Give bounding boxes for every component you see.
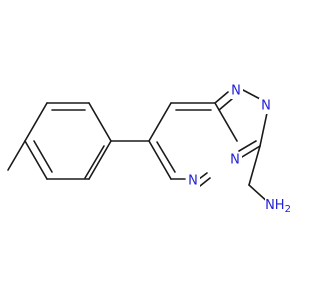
bond-ar3-ar4 (24, 140, 48, 180)
bond-c8a-n1 (214, 91, 229, 104)
molecule-structure: N N N N NH2 (7, 83, 296, 216)
amine-label: NH2 (265, 198, 291, 215)
nitrogen-n4-label: N (230, 153, 240, 168)
amine-label-background (265, 194, 296, 216)
nitrogen-n2-label-background (259, 98, 273, 114)
bond-ar1-ar2 (88, 140, 112, 180)
bond-n2-c3 (259, 112, 268, 147)
bond-ar3-ar4-inner (33, 140, 53, 173)
bond-ar1-ar2-inner (84, 145, 105, 179)
nitrogen-n5-label-background (186, 173, 200, 189)
bond-ar4-ar5 (24, 102, 48, 142)
bond-methyl (7, 140, 26, 171)
nitrogen-n5-label: N (188, 174, 198, 189)
amine-label-main: NH (265, 198, 285, 213)
bond-c3-ch2 (248, 145, 261, 186)
amine-label-subscript: 2 (285, 204, 291, 215)
bond-ar6-ar1 (88, 102, 112, 142)
bond-c7-c6-inner (156, 141, 176, 173)
nitrogen-n1-label-background (229, 83, 243, 99)
bond-c8a-n1-inner (218, 98, 233, 111)
bond-n5-n4 (198, 172, 208, 180)
bond-c7-c6 (148, 140, 172, 180)
bond-c8a-n4 (214, 102, 238, 142)
bond-c8-c7 (148, 102, 172, 142)
nitrogen-n2-label: N (261, 99, 271, 114)
bond-n1-n2 (242, 89, 263, 101)
nitrogen-n1-label: N (231, 84, 241, 99)
nitrogen-n4-label-background (228, 152, 242, 168)
bond-c3-n4-inner (238, 140, 257, 152)
bond-n5-n4-inner (199, 177, 211, 187)
